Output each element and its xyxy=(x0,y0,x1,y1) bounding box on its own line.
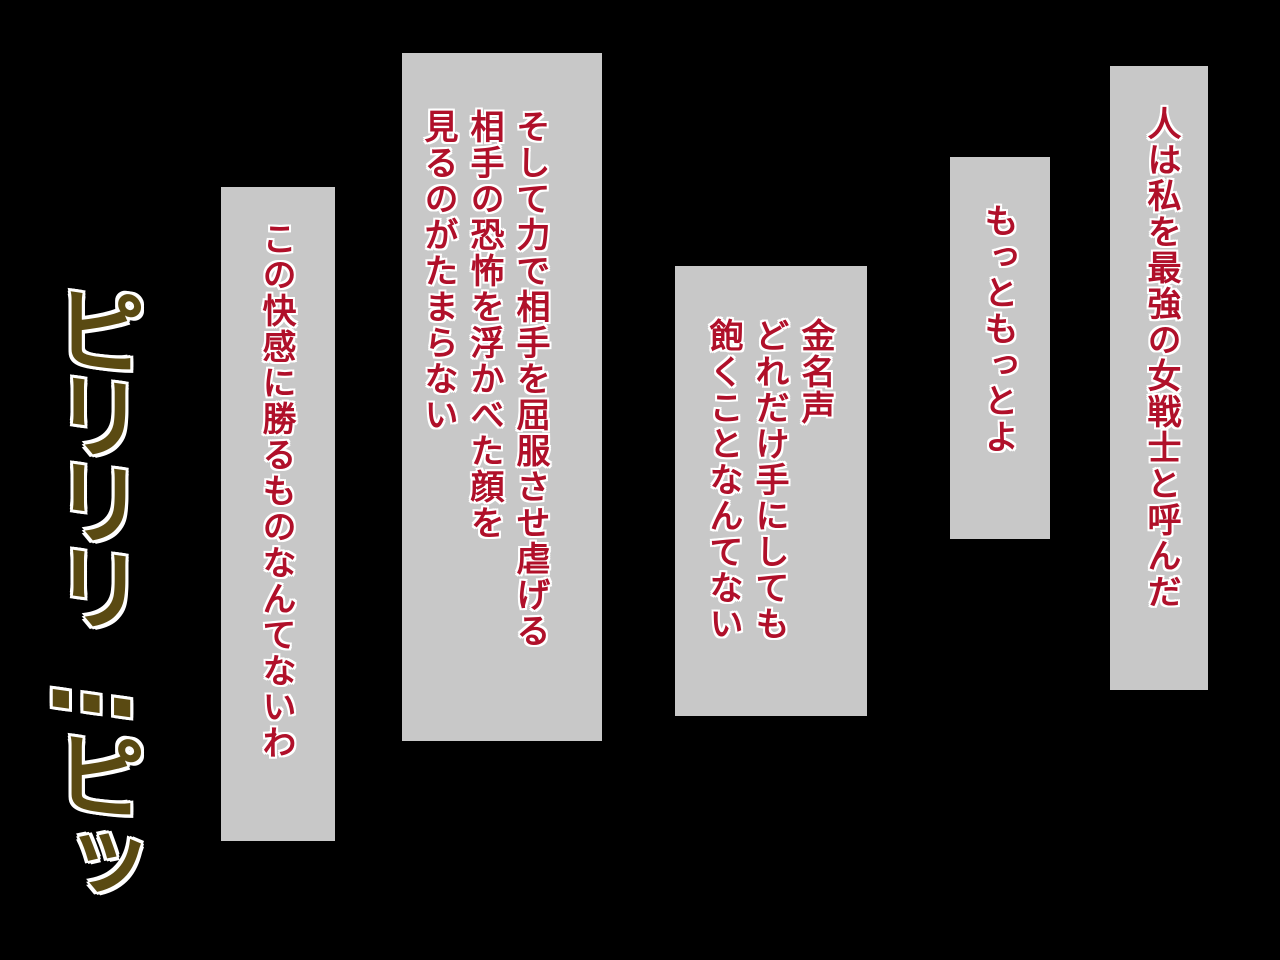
caption-text-5: この快感に勝るものなんてないわ xyxy=(255,220,296,761)
caption-box-1 xyxy=(1110,66,1208,690)
caption-text-4: そして力で相手を屈服させ虐げる 相手の恐怖を浮かべた顔を 見るのがたまらない xyxy=(417,108,550,649)
caption-box-3 xyxy=(675,266,867,716)
caption-box-4 xyxy=(402,53,602,741)
caption-box-2 xyxy=(950,157,1050,539)
caption-text-2: もっともっとよ xyxy=(977,202,1018,455)
caption-text-3: 金名声 どれだけ手にしても 飽くことなんてない xyxy=(702,317,835,642)
caption-text-1: 人は私を最強の女戦士と呼んだ xyxy=(1140,105,1181,610)
caption-box-5 xyxy=(221,187,335,841)
sound-effect-text: ピリリリ…ピッ xyxy=(38,275,145,908)
